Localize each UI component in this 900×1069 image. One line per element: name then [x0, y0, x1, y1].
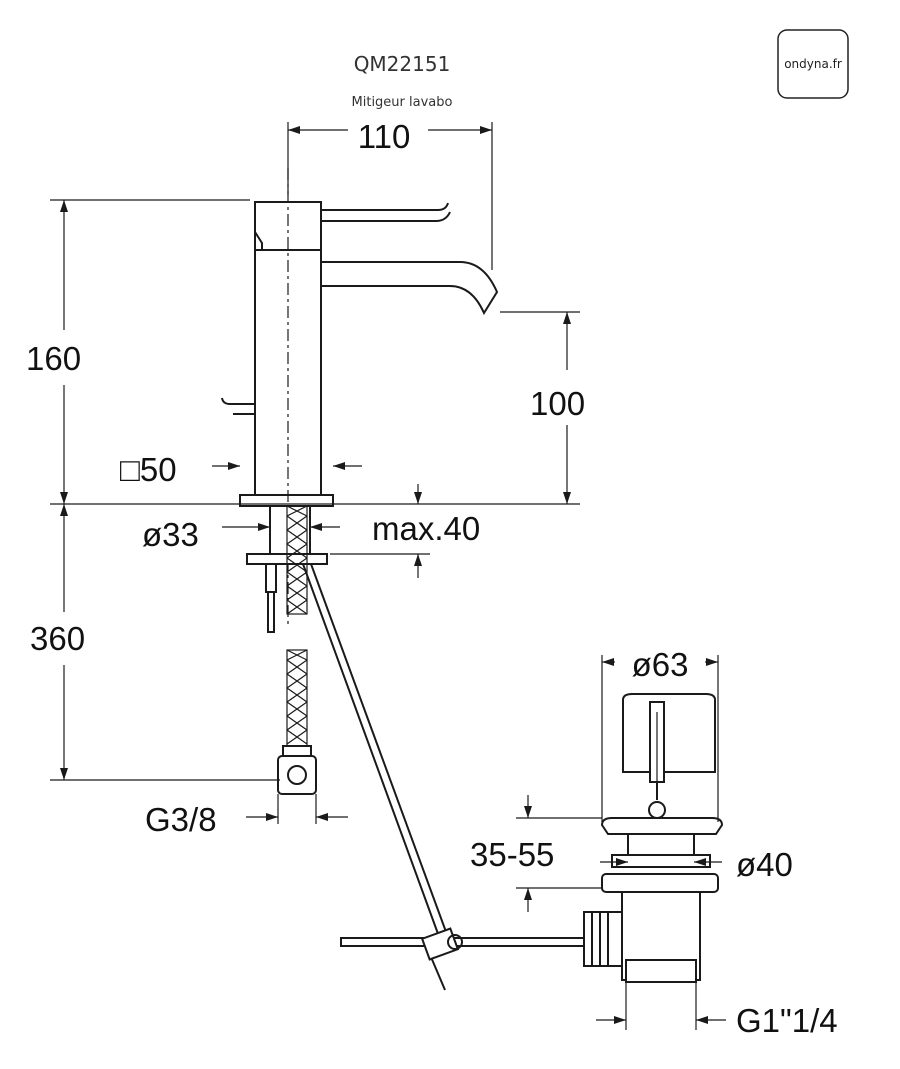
dim-max40-label: max.40: [372, 510, 480, 547]
model-title: QM22151: [354, 52, 451, 76]
model-subtitle: Mitigeur lavabo: [352, 95, 453, 110]
dim-waste-diameter: ø40: [600, 846, 793, 883]
dim-50-label: □50: [120, 451, 177, 488]
waste-valve: [583, 693, 724, 983]
brand-logo: ondyna.fr: [777, 29, 849, 99]
dim-plug-diameter: ø63: [601, 646, 719, 822]
dim-63-label: ø63: [632, 646, 689, 683]
dim-shank-diameter: ø33: [142, 516, 340, 553]
flexible-hose: [277, 649, 317, 795]
dim-3555-label: 35-55: [470, 836, 554, 873]
faucet-body: [221, 168, 499, 626]
dim-waste-thread: G1"1/4: [596, 982, 838, 1039]
dim-max-thickness: max.40: [330, 484, 480, 578]
dim-160-label: 160: [26, 340, 81, 377]
dim-adjust-range: 35-55: [470, 795, 602, 912]
dim-hose-length: 360: [30, 504, 280, 781]
faucet-shank: [246, 505, 328, 633]
brand-logo-text: ondyna.fr: [784, 57, 842, 71]
popup-linkage: [302, 563, 592, 991]
dim-total-height: 160: [26, 199, 250, 504]
dim-spout-height: 100: [500, 311, 585, 504]
dim-33-label: ø33: [142, 516, 199, 553]
dim-g38-label: G3/8: [145, 801, 217, 838]
dim-110-label: 110: [358, 118, 411, 155]
dim-40-label: ø40: [736, 846, 793, 883]
dim-hose-thread: G3/8: [145, 794, 348, 838]
dim-360-label: 360: [30, 620, 85, 657]
dim-base-square: □50: [120, 451, 362, 488]
dim-g114-label: G1"1/4: [736, 1002, 838, 1039]
dim-spout-reach: 110: [287, 118, 493, 270]
dim-100-label: 100: [530, 385, 585, 422]
